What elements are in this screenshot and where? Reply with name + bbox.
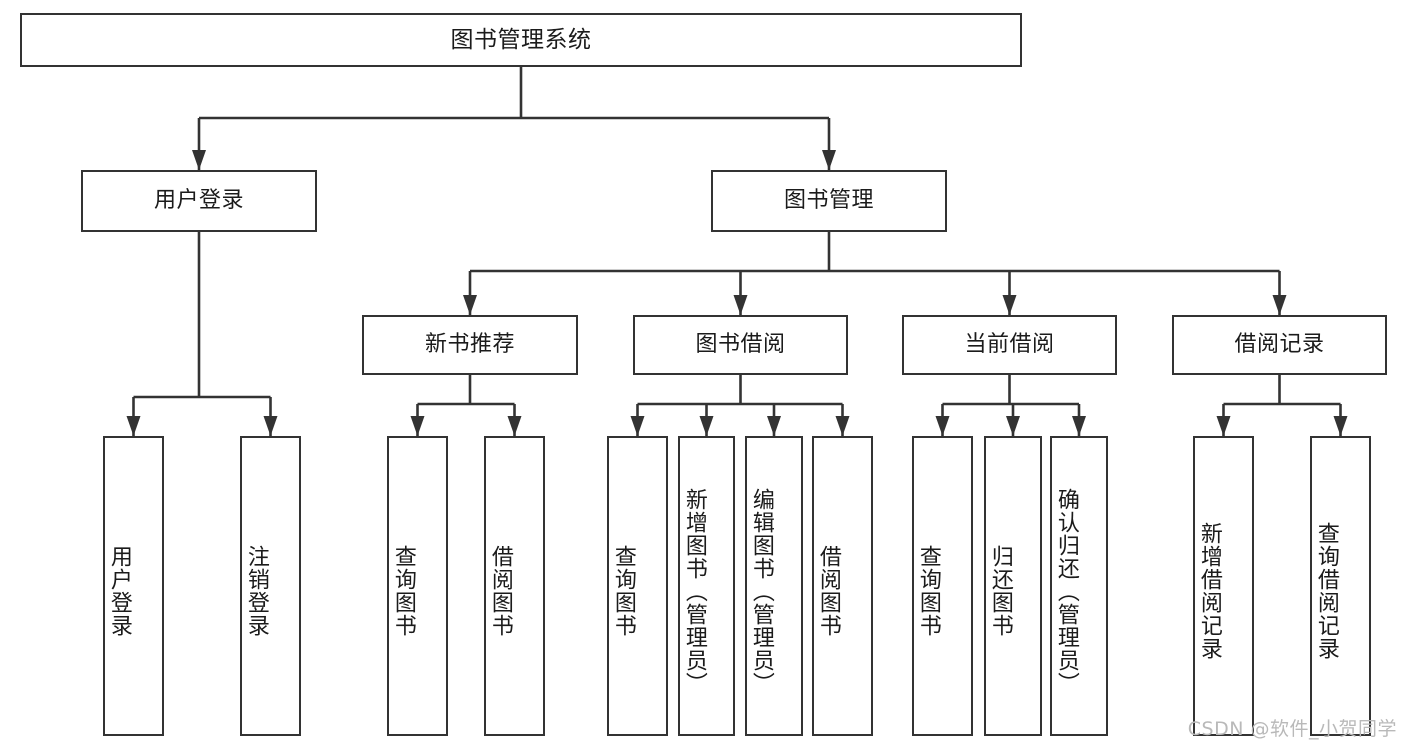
node-label: 确认归还（管理员） [1053,487,1079,695]
arrowhead-icon-leaf-bor-1 [630,416,645,436]
arrowhead-icon-leaf-rec-1 [1216,416,1231,436]
node-label: 编辑图书（管理员） [748,487,774,695]
arrowhead-icon-leaf-rec-2 [1333,416,1348,436]
node-label: 图书管理系统 [450,26,592,53]
node-label: 图书借阅 [695,332,786,358]
node-borrow[interactable]: 图书借阅 [633,315,848,375]
arrowhead-icon-leaf-login-2 [263,416,278,436]
node-leaf-rec-1[interactable]: 新增借阅记录 [1193,436,1254,736]
watermark: CSDN @软件_小贺同学 [1187,718,1397,740]
arrowhead-icon-leaf-cur-3 [1072,416,1086,436]
arrowhead-icon-leaf-bor-3 [767,416,781,436]
node-label: 用户登录 [106,545,132,637]
node-label: 用户登录 [153,188,244,214]
arrowhead-icon-leaf-bor-2 [699,416,714,436]
node-label: 查询图书 [915,545,941,637]
node-label: 查询图书 [610,545,636,637]
node-label: 注销登录 [243,545,269,637]
node-label: 查询图书 [390,545,416,637]
node-label: 借阅图书 [487,545,513,637]
node-login[interactable]: 用户登录 [81,170,317,232]
node-leaf-bor-4[interactable]: 借阅图书 [812,436,873,736]
node-leaf-bor-3[interactable]: 编辑图书（管理员） [745,436,803,736]
node-label: 新增借阅记录 [1196,522,1222,660]
arrowhead-icon-bookmgmt [822,150,836,170]
node-label: 查询借阅记录 [1313,522,1339,660]
arrowhead-icon-leaf-login-1 [126,416,141,436]
node-leaf-cur-1[interactable]: 查询图书 [912,436,973,736]
node-leaf-bor-1[interactable]: 查询图书 [607,436,668,736]
node-label: 借阅记录 [1234,332,1325,358]
arrowhead-icon-leaf-new-2 [507,416,522,436]
node-leaf-login-2[interactable]: 注销登录 [240,436,301,736]
node-label: 当前借阅 [964,332,1055,358]
node-leaf-new-2[interactable]: 借阅图书 [484,436,545,736]
node-leaf-cur-2[interactable]: 归还图书 [984,436,1042,736]
arrowhead-icon-login [192,150,206,170]
node-label: 图书管理 [783,188,874,214]
node-leaf-bor-2[interactable]: 新增图书（管理员） [678,436,735,736]
node-label: 借阅图书 [815,545,841,637]
arrowhead-icon-leaf-cur-1 [935,416,950,436]
arrowhead-icon-leaf-bor-4 [835,416,850,436]
arrowhead-icon-leaf-new-1 [410,416,425,436]
arrowhead-icon-leaf-cur-2 [1006,416,1020,436]
arrowhead-icon-borrow [733,295,748,315]
arrowhead-icon-records [1272,295,1287,315]
node-current[interactable]: 当前借阅 [902,315,1117,375]
node-root[interactable]: 图书管理系统 [20,13,1022,67]
node-records[interactable]: 借阅记录 [1172,315,1387,375]
node-leaf-cur-3[interactable]: 确认归还（管理员） [1050,436,1108,736]
node-label: 新书推荐 [424,332,515,358]
arrowhead-icon-newbook [463,295,477,315]
node-label: 归还图书 [987,545,1013,637]
node-label: 新增图书（管理员） [681,487,707,695]
node-leaf-new-1[interactable]: 查询图书 [387,436,448,736]
node-leaf-login-1[interactable]: 用户登录 [103,436,164,736]
node-bookmgmt[interactable]: 图书管理 [711,170,947,232]
node-newbook[interactable]: 新书推荐 [362,315,578,375]
arrowhead-icon-current [1002,295,1017,315]
node-leaf-rec-2[interactable]: 查询借阅记录 [1310,436,1371,736]
